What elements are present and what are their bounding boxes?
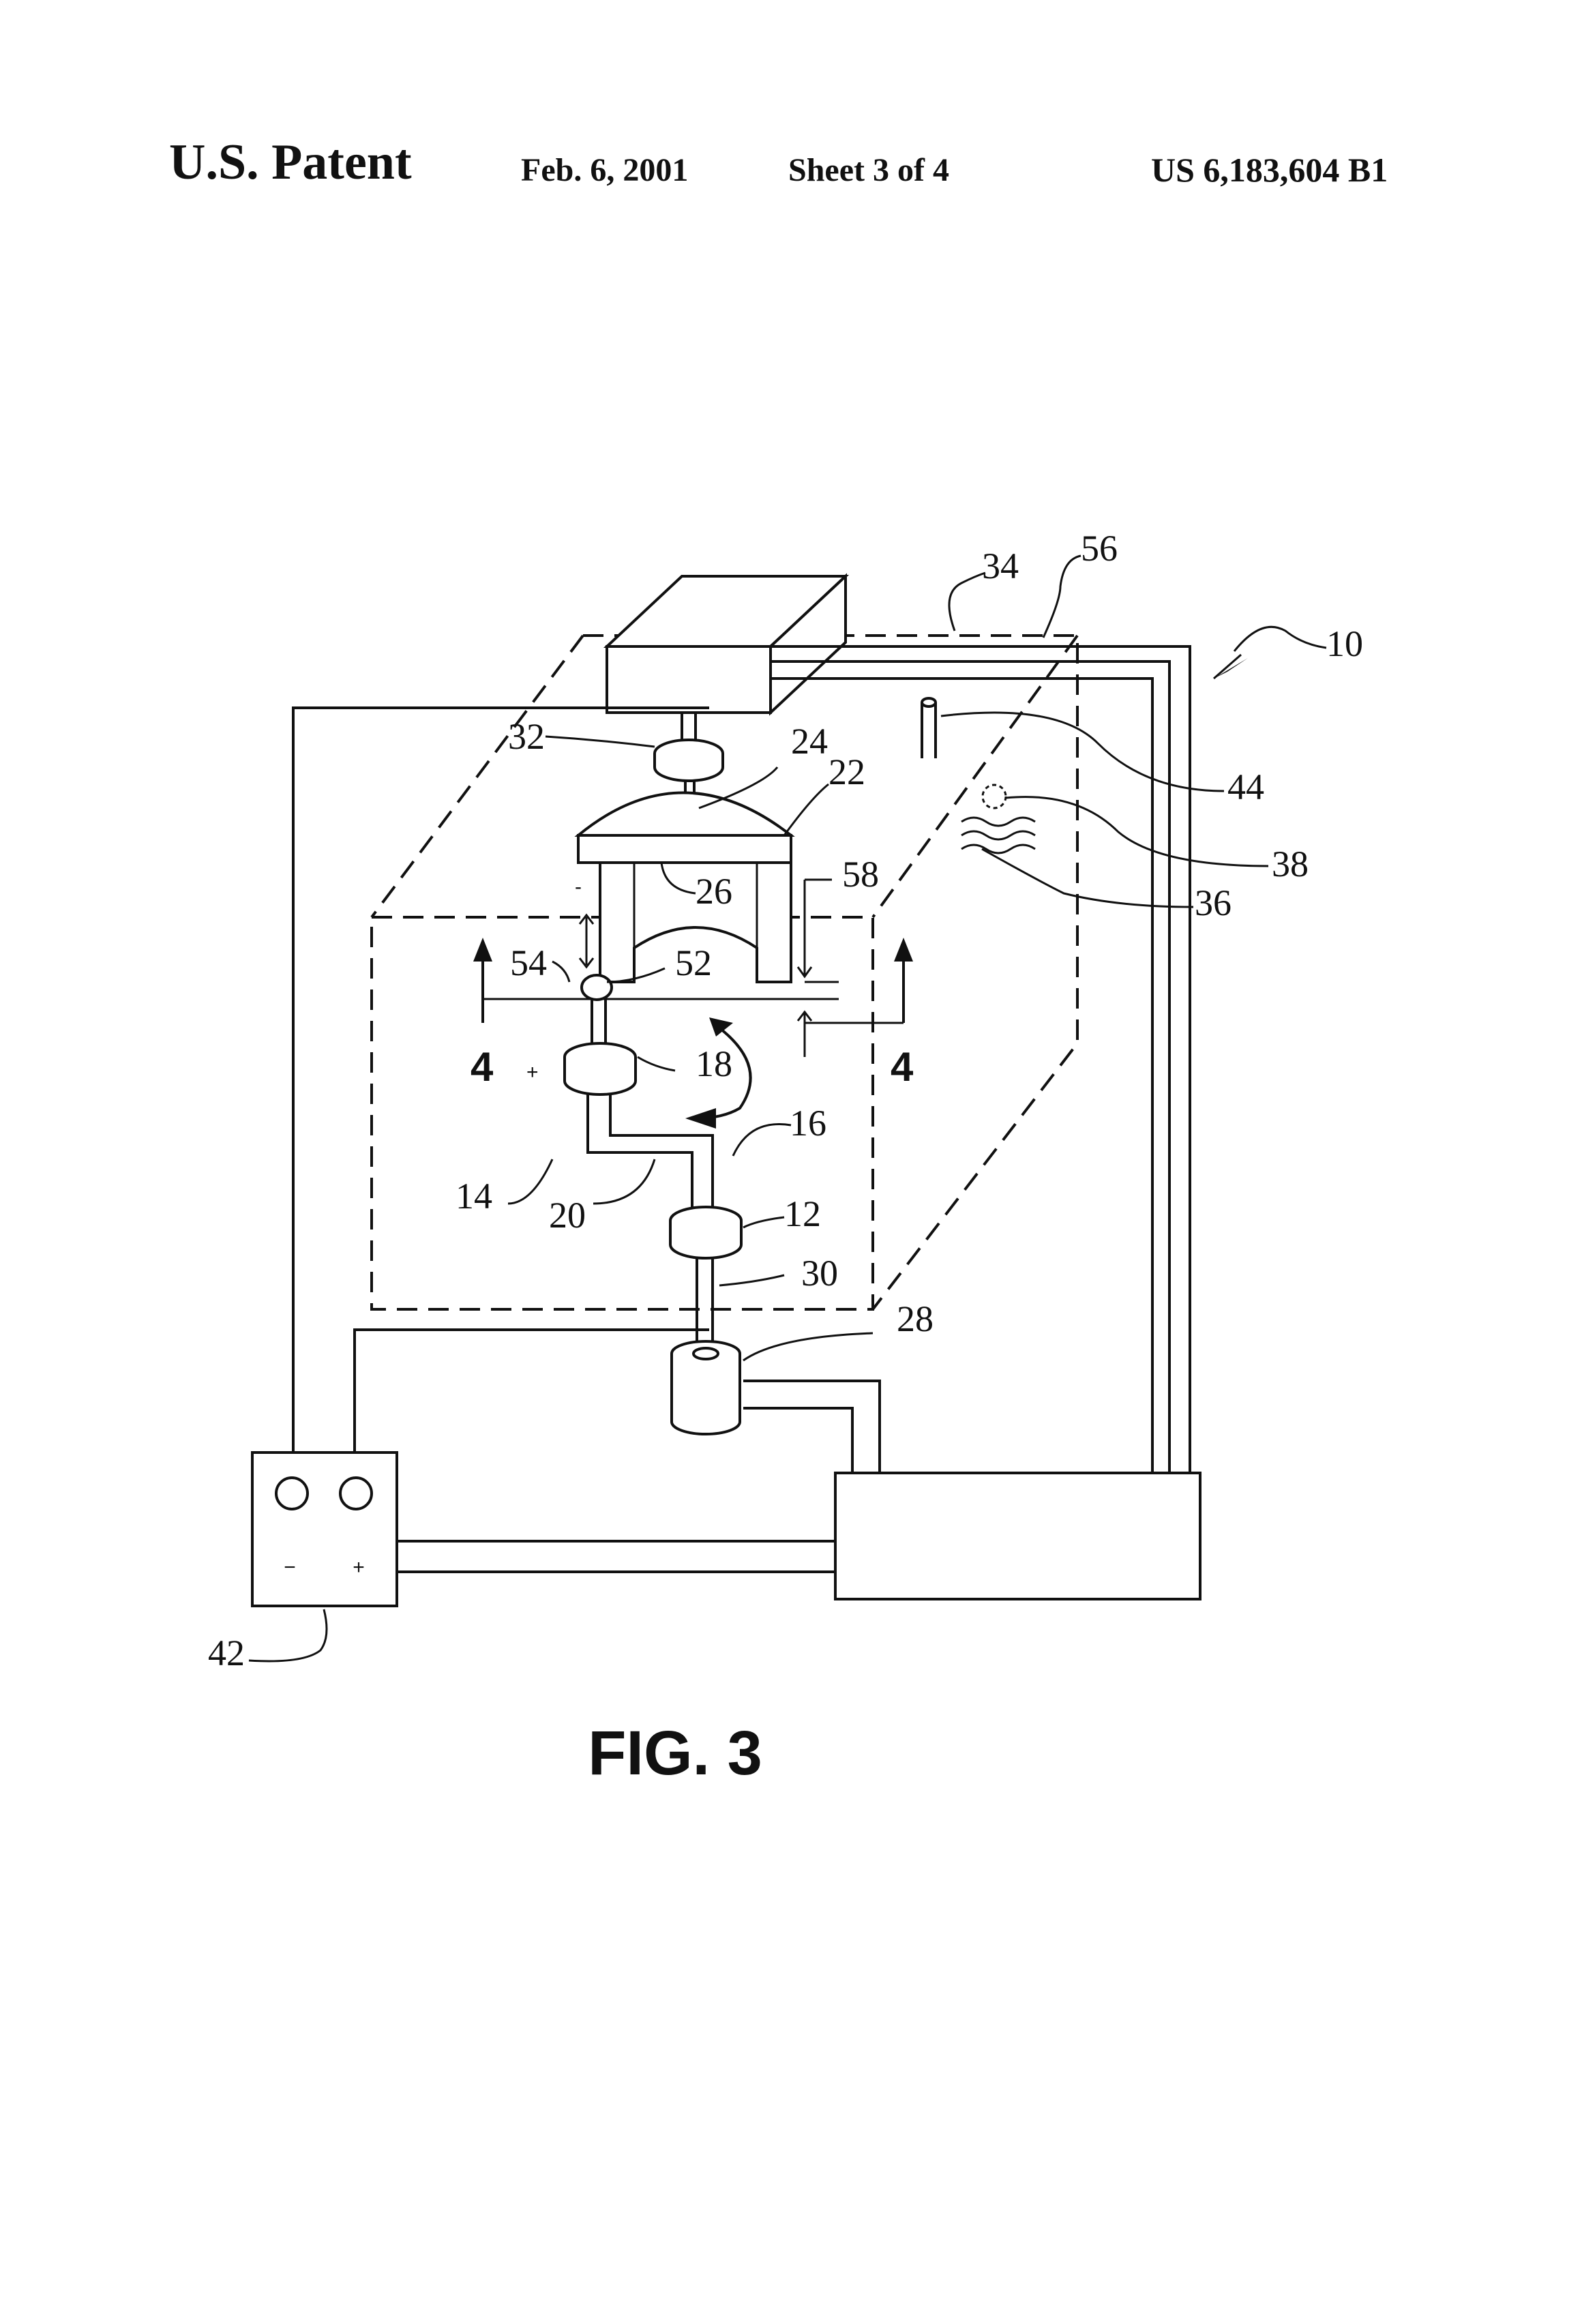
ref-22: 22 [829,751,865,792]
ref-44: 44 [1227,766,1264,807]
small-plus-mark: + [526,1061,539,1084]
motor-28 [672,1341,740,1434]
ref-18: 18 [696,1043,732,1084]
ref-54: 54 [510,942,547,983]
controller-box [835,1473,1200,1599]
ref-30: 30 [801,1253,838,1294]
ref-58: 58 [842,854,879,895]
polarity-minus-label: − [284,1556,296,1579]
dome-22 [578,793,791,863]
section-mark-left: 4 [471,1044,494,1090]
ref-38: 38 [1272,844,1309,884]
ref-56: 56 [1081,528,1118,569]
ref-52: 52 [675,942,712,983]
ref-20: 20 [549,1195,586,1236]
wiring [293,646,1190,1572]
polarity-plus-label: + [353,1556,365,1579]
ref-12: 12 [784,1193,821,1234]
ref-42: 42 [208,1633,245,1673]
ref-10: 10 [1326,623,1363,664]
ref-14: 14 [456,1176,492,1217]
ref-24: 24 [791,721,828,762]
small-minus-mark: - [575,876,582,898]
ref-36: 36 [1195,882,1232,923]
ref-28: 28 [897,1298,934,1339]
section-mark-right: 4 [891,1044,914,1090]
ref-32: 32 [508,716,545,757]
ref-34: 34 [982,546,1019,586]
figure-caption: FIG. 3 [588,1718,762,1788]
sensors [922,698,1035,853]
upper-housing [607,576,846,713]
ref-26: 26 [696,871,732,912]
power-supply-42: − + [252,1452,397,1606]
ref-16: 16 [790,1103,826,1144]
